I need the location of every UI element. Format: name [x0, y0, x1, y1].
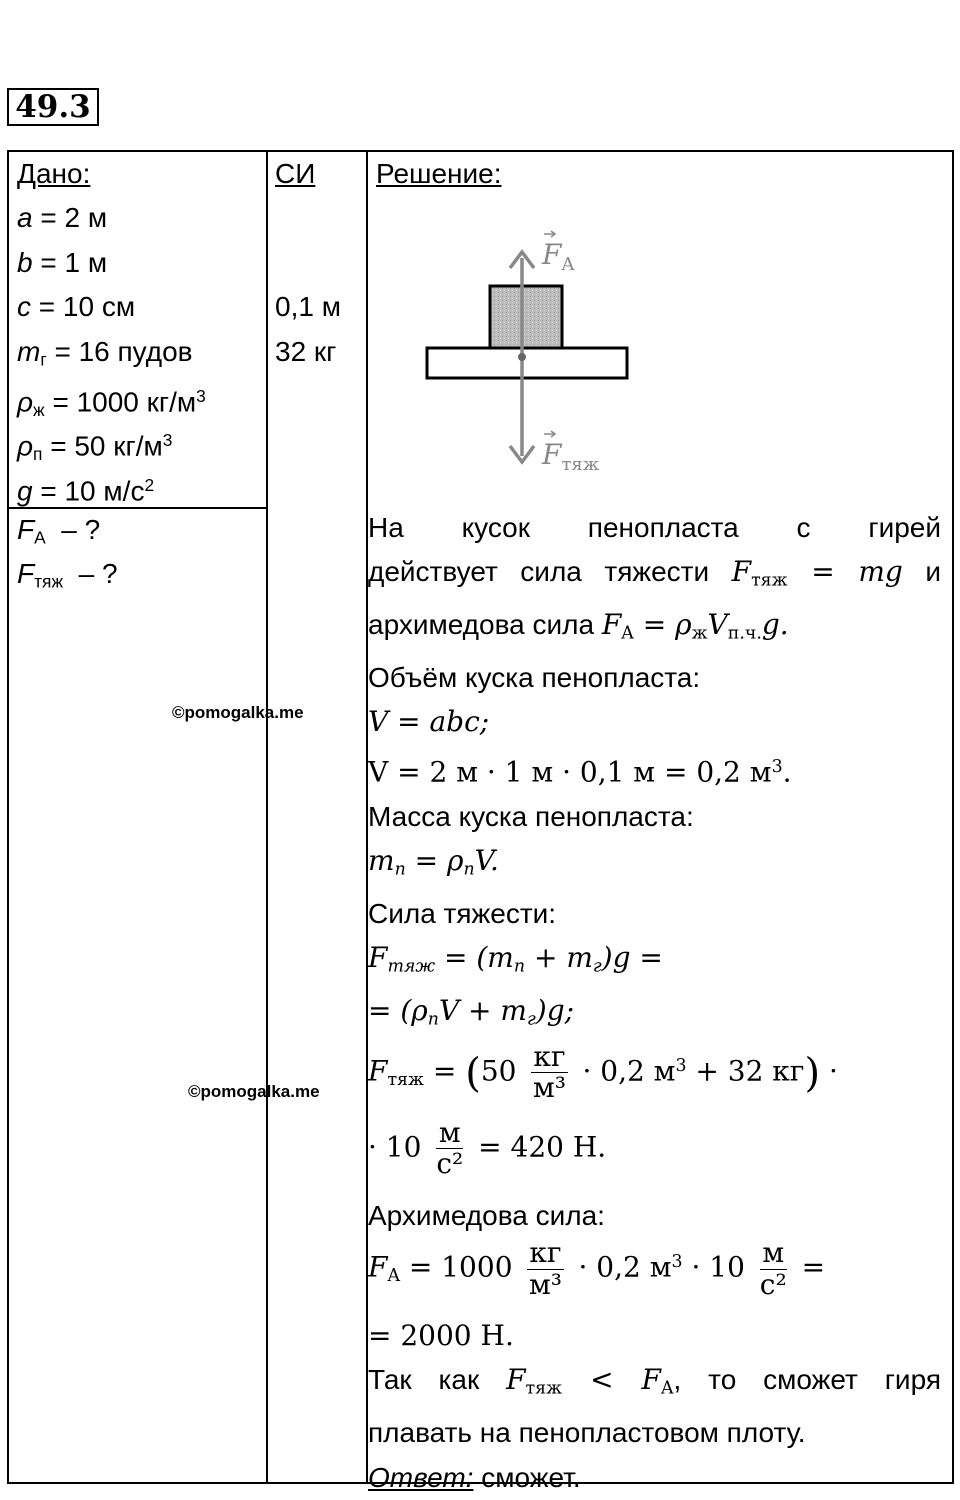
si-line-c: 0,1 м — [275, 291, 341, 323]
si-line — [275, 241, 341, 285]
gravity-formula-2: = (ρпV + mг)g; — [368, 993, 575, 1030]
given-find-divider — [9, 507, 266, 509]
label-fa: FA — [541, 238, 575, 275]
given-line-c: c = 10 см — [17, 291, 136, 323]
given-line-rho-zh: ρж = 1000 кг/м3 — [17, 385, 206, 420]
arrow-head-down — [508, 444, 536, 465]
given-column: Дано: a = 2 м b = 1 м c = 10 см mг = 16 … — [17, 152, 206, 507]
solution-header: Решение: — [376, 158, 502, 189]
watermark: ©pomogalka.me — [188, 1082, 320, 1101]
solution-table — [7, 150, 954, 1484]
solution-line: архимедова сила FA = ρжVп.ч.g. — [368, 608, 789, 644]
given-line-b: b = 1 м — [17, 246, 108, 278]
volume-title: Объём куска пенопласта: — [368, 661, 701, 693]
application-point — [518, 353, 526, 361]
archimedes-title: Архимедова сила: — [368, 1199, 605, 1231]
foam-plate — [425, 346, 629, 380]
weight-block — [488, 284, 564, 350]
find-ftyazh: Fтяж – ? — [17, 558, 118, 592]
gravity-title: Сила тяжести: — [368, 897, 557, 929]
conclusion-line-2: плавать на пенопластовом плоту. — [368, 1417, 806, 1449]
si-header: СИ — [275, 158, 316, 189]
vector-arrow-bottom-head — [550, 430, 557, 438]
given-line-mg: mг = 16 пудов — [17, 335, 193, 369]
find-fa: FA – ? — [17, 514, 101, 548]
force-diagram: FA Fтяж — [425, 230, 629, 475]
given-line-g: g = 10 м/с2 — [17, 474, 155, 507]
si-line — [275, 196, 341, 240]
find-column: FA – ? Fтяж – ? — [17, 508, 118, 597]
solution-header-wrap: Решение: — [376, 152, 502, 196]
given-header: Дано: — [17, 158, 91, 189]
solution-line: На кусок пенопласта с гирей — [368, 512, 941, 543]
volume-formula: V = abc; — [368, 705, 490, 739]
archimedes-formula-2: = 2000 Н. — [368, 1319, 514, 1353]
arrow-head-up — [508, 249, 536, 270]
label-ftyazh: Fтяж — [541, 438, 600, 475]
given-line-rho-p: ρп = 50 кг/м3 — [17, 430, 173, 465]
volume-calc: V = 2 м · 1 м · 0,1 м = 0,2 м3. — [368, 755, 792, 789]
si-line-mg: 32 кг — [275, 335, 337, 367]
column-divider-given-si — [266, 152, 268, 1482]
gravity-formula-1: Fтяж = (mп + mг)g = — [368, 941, 663, 977]
task-number: 49.3 — [7, 88, 99, 126]
answer-label: Ответ: — [368, 1461, 474, 1493]
mass-formula: mп = ρпV. — [368, 844, 499, 880]
answer: Ответ: сможет. — [368, 1461, 581, 1493]
given-line-a: a = 2 м — [17, 202, 108, 234]
conclusion-line-1: Так как Fтяж < FA, то сможет гиря — [368, 1363, 941, 1399]
solution-line: действует сила тяжести Fтяж = mg и — [368, 555, 941, 591]
vector-arrow-top-head — [550, 230, 557, 238]
si-column: СИ 0,1 м 32 кг — [275, 152, 341, 374]
solution-text: На кусок пенопласта с гирей действует си… — [368, 506, 941, 1500]
column-divider-si-solution — [366, 152, 368, 1482]
mass-title: Масса куска пенопласта: — [368, 800, 694, 832]
watermark: ©pomogalka.me — [172, 703, 304, 722]
